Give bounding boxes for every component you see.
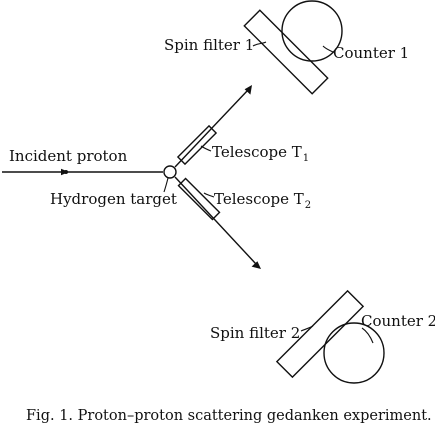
label-telescope-2: Telescope T2	[214, 190, 311, 211]
track-2-arrowhead	[251, 261, 261, 269]
telescope-1	[176, 124, 218, 166]
label-spin-filter-2: Spin filter 2	[210, 324, 300, 342]
label-telescope-2-main: Telescope T	[214, 190, 304, 208]
label-telescope-1: Telescope T1	[212, 143, 309, 164]
beam-arrowhead	[61, 168, 69, 176]
leader-counter-2	[361, 327, 374, 344]
label-telescope-1-subscript: 1	[303, 153, 309, 164]
spin-filter-1	[243, 9, 329, 95]
label-counter-1: Counter 1	[333, 44, 409, 62]
leader-counter-1	[322, 45, 334, 53]
scattered-track-2	[174, 176, 257, 265]
counter-2	[323, 322, 385, 384]
leader-telescope-1	[200, 145, 212, 152]
telescope-2	[177, 177, 221, 221]
label-telescope-1-main: Telescope T	[212, 143, 302, 161]
label-hydrogen-target: Hydrogen target	[50, 190, 177, 208]
hydrogen-target	[163, 165, 177, 179]
label-telescope-2-subscript: 2	[305, 200, 311, 211]
label-spin-filter-1: Spin filter 1	[164, 36, 254, 54]
figure-caption: Fig. 1. Proton–proton scattering gedanke…	[26, 408, 432, 424]
leader-spin-filter-1	[252, 41, 267, 47]
counter-1	[281, 0, 343, 62]
label-incident-proton: Incident proton	[9, 147, 128, 165]
leader-telescope-2	[203, 192, 215, 198]
track-1-arrowhead	[244, 85, 252, 95]
leader-spin-filter-2	[300, 325, 314, 332]
leader-hydrogen-target	[163, 177, 169, 193]
label-counter-2: Counter 2	[361, 312, 435, 330]
